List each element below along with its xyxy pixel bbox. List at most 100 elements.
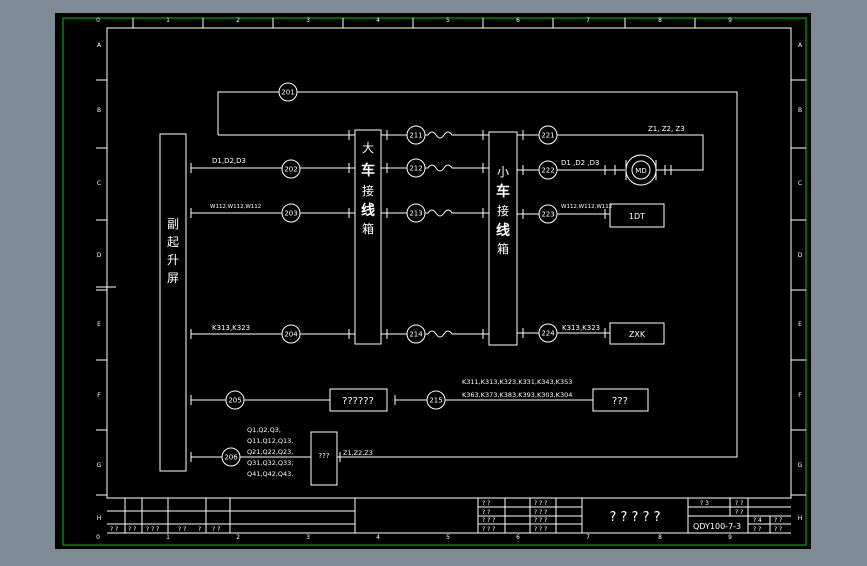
label-w-right: W112,W112,W112 <box>561 204 612 210</box>
box-q2 <box>592 388 649 412</box>
grid-col-label: 8 <box>658 534 662 541</box>
motor-symbol: MD <box>614 154 677 186</box>
sheet-background <box>55 13 811 549</box>
label-q-5: Q41,Q42,Q43, <box>247 470 293 478</box>
small-car-char-5: 箱 <box>497 241 509 256</box>
tb-right-cell-5: ? ? <box>735 509 743 516</box>
tb-left-cell-5: ? <box>198 526 201 533</box>
box-zxk-label: ZXK <box>629 330 646 339</box>
small-car-char-3: 接 <box>497 203 509 218</box>
motor-label: MD <box>635 167 646 175</box>
hoist-panel-char-1: 副 <box>167 217 179 231</box>
node-markers: 2012022032042052062112122132142152212222… <box>221 82 558 467</box>
label-z-bottom: Z1,Z2,Z3 <box>343 449 373 457</box>
node-label-206: 206 <box>224 454 238 462</box>
big-car-char-4: 线 <box>361 202 375 219</box>
label-d-right: D1 ,D2 ,D3 <box>561 159 599 167</box>
grid-col-label: 4 <box>376 17 380 24</box>
grid-col-label: 0 <box>96 534 100 541</box>
box-1dt-label: 1DT <box>629 212 645 221</box>
grid-col-label: 3 <box>306 17 310 24</box>
node-circle-202 <box>281 159 301 179</box>
hoist-panel-char-3: 升 <box>167 253 179 267</box>
node-label-221: 221 <box>541 132 554 140</box>
hoist-panel-char-4: 屏 <box>167 271 179 285</box>
small-car-junction-box <box>488 131 518 346</box>
grid-col-label: 6 <box>516 17 520 24</box>
label-z-top: Z1, Z2, Z3 <box>648 125 685 133</box>
label-k-right: K313,K323 <box>562 324 600 332</box>
grid-col-label: 7 <box>586 534 590 541</box>
tb-right-cell-3: ? 4 <box>753 517 762 524</box>
grid-col-label: 9 <box>728 534 732 541</box>
tb-mid-cell-3: ? ? <box>482 509 490 516</box>
grid-row-label: G <box>798 462 803 469</box>
tb-mid-cell-7: ? ? ? <box>482 526 495 533</box>
label-q-1: Q1,Q2,Q3, <box>247 426 281 434</box>
node-circle-221 <box>538 125 558 145</box>
node-label-201: 201 <box>281 89 294 97</box>
grid-col-label: 0 <box>96 17 100 24</box>
node-label-222: 222 <box>541 167 554 175</box>
label-k-left: K313,K323 <box>212 324 250 332</box>
hoist-panel-box <box>159 133 187 472</box>
node-circle-215 <box>426 390 446 410</box>
grid-col-label: 5 <box>446 17 450 24</box>
node-label-223: 223 <box>541 211 554 219</box>
tb-mid-cell-4: ? ? ? <box>534 509 547 516</box>
tb-right-cell-4: ? ? <box>774 517 782 524</box>
tb-mid-cell-6: ? ? ? <box>534 517 547 524</box>
node-label-211: 211 <box>409 132 422 140</box>
tb-right-cell-2: ? ? <box>735 500 743 507</box>
outer-frame <box>62 17 807 546</box>
node-label-224: 224 <box>541 330 555 338</box>
grid-row-label: F <box>798 392 802 399</box>
box-q3-label: ??? <box>318 452 329 460</box>
grid-row-label: A <box>798 42 803 49</box>
tb-left-cell-2: ? ? <box>128 526 136 533</box>
tb-right-cell-7: ? ? <box>774 526 782 533</box>
node-label-204: 204 <box>284 331 298 339</box>
node-circle-222 <box>538 160 558 180</box>
middle-wires <box>381 130 489 339</box>
small-car-char-1: 小 <box>497 165 509 179</box>
grid-row-label: H <box>97 515 102 522</box>
tb-mid-cell-8: ? ? ? <box>534 526 547 533</box>
title-block: ? ? ? ? ? QDY100-7-3 ? ? ? ? ? ? ? ? ? ?… <box>107 497 791 534</box>
box-q1 <box>329 388 388 412</box>
grid-row-label: G <box>97 462 102 469</box>
label-d-left: D1,D2,D3 <box>212 157 246 165</box>
big-car-char-5: 箱 <box>362 221 374 236</box>
big-car-char-2: 车 <box>361 162 375 179</box>
grid-row-label: C <box>798 180 802 187</box>
grid-col-label: 3 <box>306 534 310 541</box>
grid-row-label: D <box>97 252 102 259</box>
tb-left-cell-4: ? ? <box>178 526 186 533</box>
small-car-char-2: 车 <box>496 183 510 200</box>
grid-row-label: H <box>798 515 803 522</box>
grid-col-label: 8 <box>658 17 662 24</box>
node-label-214: 214 <box>409 331 423 339</box>
grid-col-label: 2 <box>236 17 240 24</box>
wire-221 <box>517 134 704 171</box>
grid-col-label: 7 <box>586 17 590 24</box>
node-label-202: 202 <box>284 166 297 174</box>
grid-col-label: 2 <box>236 534 240 541</box>
small-car-char-4: 线 <box>496 222 510 239</box>
grid-row-label: E <box>798 321 802 328</box>
node-circle-205 <box>225 390 245 410</box>
grid-row-label: F <box>97 392 101 399</box>
node-label-212: 212 <box>409 165 422 173</box>
grid-row-label: E <box>97 321 101 328</box>
grid-row-label: D <box>798 252 803 259</box>
node-circle-224 <box>538 323 558 343</box>
node-circle-206 <box>221 447 241 467</box>
grid-col-label: 9 <box>728 17 732 24</box>
box-zxk <box>609 322 665 345</box>
grid-row-label: B <box>97 107 101 114</box>
title-block-drawing-number: QDY100-7-3 <box>693 522 741 531</box>
node-circle-203 <box>281 203 301 223</box>
node-circle-212 <box>406 158 426 178</box>
